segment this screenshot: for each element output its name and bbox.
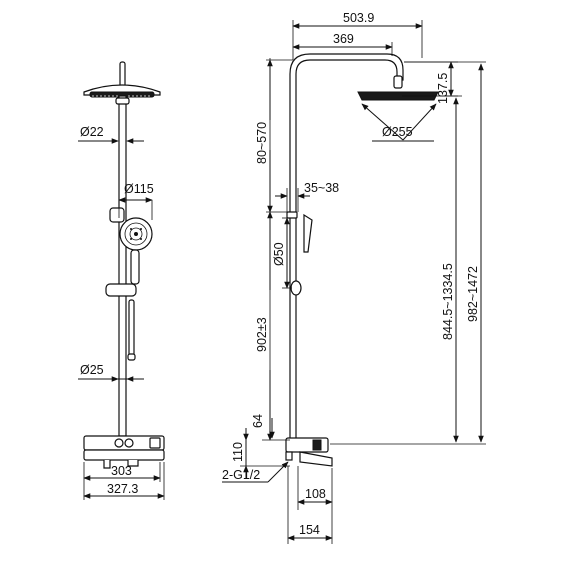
dim-154: 154 xyxy=(299,523,320,537)
front-shower-head xyxy=(83,84,161,98)
dim-d25: Ø25 xyxy=(80,363,104,377)
side-view: 503.9 369 137.5 Ø255 80~570 35~38 xyxy=(222,11,486,544)
dim-327-3: 327.3 xyxy=(107,482,138,496)
side-shower-head xyxy=(357,75,439,101)
dim-d22: Ø22 xyxy=(80,125,104,139)
dim-g12: 2-G1/2 xyxy=(222,468,260,482)
dim-982-1472: 982~1472 xyxy=(466,266,480,322)
dim-d50: Ø50 xyxy=(272,242,286,266)
side-holder-bracket xyxy=(286,211,298,219)
side-riser-arm xyxy=(289,53,404,441)
dim-110: 110 xyxy=(231,442,245,462)
front-mixer xyxy=(83,435,165,469)
side-slider-knob xyxy=(290,280,302,296)
dim-369: 369 xyxy=(333,32,354,46)
front-holder-block xyxy=(109,207,125,223)
front-slider xyxy=(105,283,137,297)
front-view: Ø22 Ø115 Ø25 303 327.3 xyxy=(78,61,165,500)
dim-503-9: 503.9 xyxy=(343,11,374,25)
dim-d255: Ø255 xyxy=(382,125,413,139)
dim-64: 64 xyxy=(251,414,265,428)
side-hand-shower xyxy=(303,213,313,253)
front-hose-part xyxy=(128,299,135,359)
front-main-pipe xyxy=(118,95,127,437)
dim-35-38: 35~38 xyxy=(304,181,339,195)
dim-303: 303 xyxy=(111,464,132,478)
front-hand-shower xyxy=(119,217,153,285)
dim-108: 108 xyxy=(305,487,326,501)
dim-137-5: 137.5 xyxy=(436,73,450,104)
front-head-collar xyxy=(115,97,130,105)
dim-d115: Ø115 xyxy=(124,182,154,196)
dim-902: 902±3 xyxy=(255,317,269,352)
side-mixer xyxy=(285,437,333,467)
dim-80-570: 80~570 xyxy=(255,122,269,164)
dim-844-1334: 844.5~1334.5 xyxy=(441,263,455,340)
